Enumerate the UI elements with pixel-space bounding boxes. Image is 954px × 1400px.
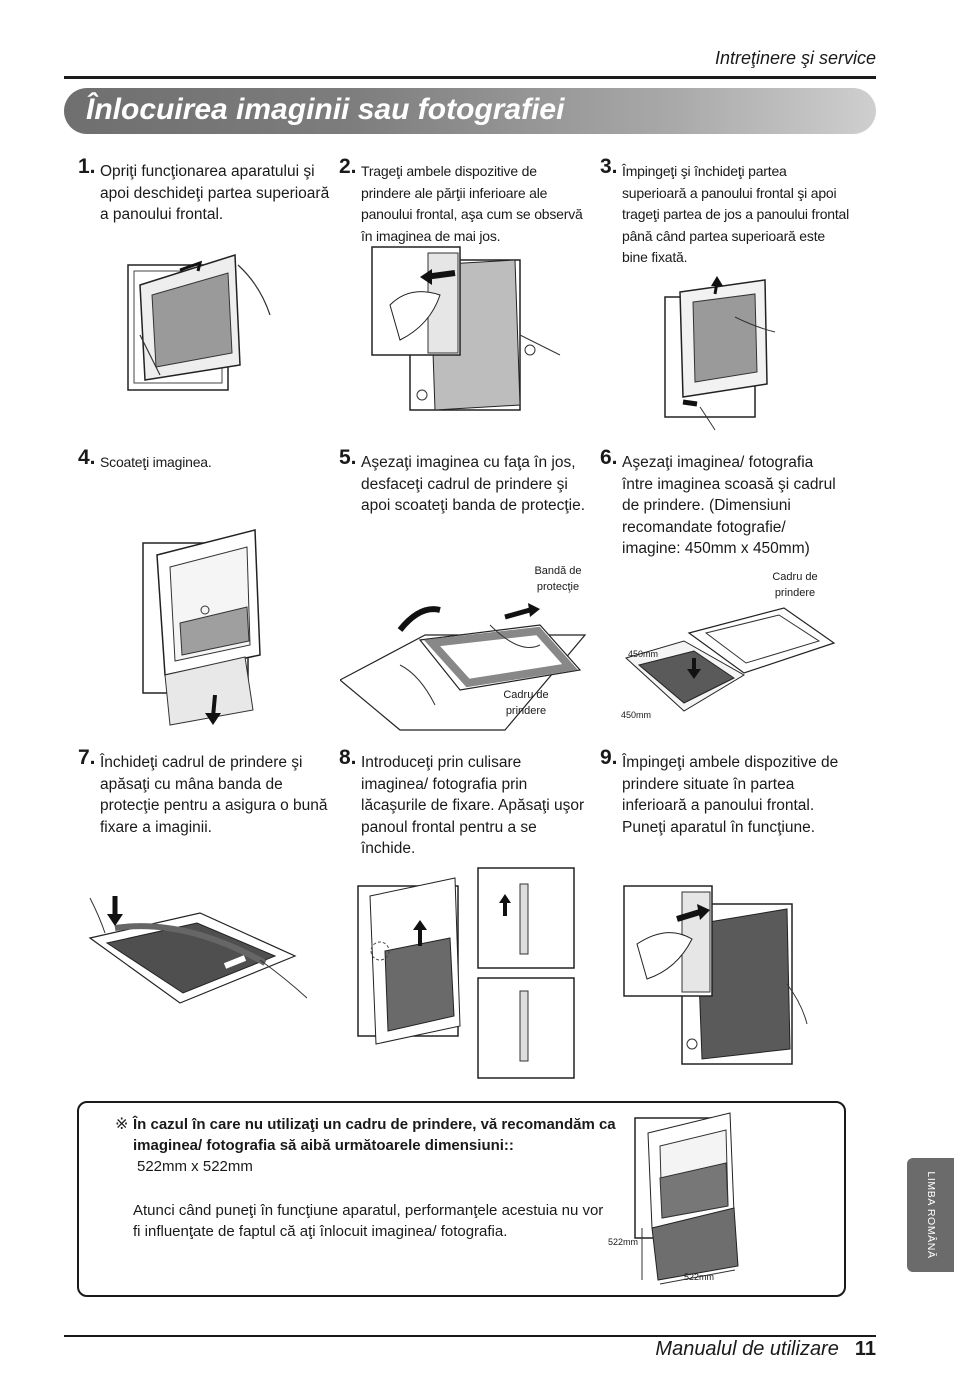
step-text: Scoateţi imaginea. [100,454,212,470]
dimension-label: 522mm [684,1272,715,1282]
dimension-label: 522mm [608,1237,639,1247]
illustration-step-8 [350,866,580,1081]
step-1: 1. Opriţi funcţionarea aparatului şi apo… [78,155,338,226]
note-heading: În cazul în care nu utilizaţi un cadru d… [133,1116,616,1154]
illustration-step-6 [614,603,839,723]
page-number: 11 [854,1338,876,1360]
step-5: 5. Aşezaţi imaginea cu faţa în jos, desf… [339,446,589,517]
note-paragraph: Atunci când puneţi în funcţiune aparatul… [133,1202,604,1240]
step-text: Închideţi cadrul de prindere şi apăsaţi … [100,754,328,836]
step-text: Împingeţi ambele dispozitive de prindere… [622,754,839,836]
step-text: Introduceţi prin culisare imaginea/ foto… [361,754,585,857]
illustration-step-7 [85,888,310,1008]
manual-title: Manualul de utilizare [655,1338,839,1360]
illustration-note [630,1108,740,1288]
step-number: 9. [600,746,618,769]
step-text: Trageţi ambele dispozitive de prindere a… [361,163,583,244]
step-number: 2. [339,155,357,178]
step-number: 3. [600,155,618,178]
step-text: Aşezaţi imaginea/ fotografia între imagi… [622,454,836,557]
protective-band-callout: Bandă de protecţie [534,565,582,593]
language-tab-label: LIMBA ROMÂNĂ [924,1171,937,1259]
illustration-step-4 [135,525,275,730]
step-number: 6. [600,446,618,469]
step-8: 8. Introduceţi prin culisare imaginea/ f… [339,746,589,860]
mounting-frame-callout: Cadru de prindere [503,689,549,717]
note-size: 522mm x 522mm [137,1158,253,1175]
dimension-label: 450mm [628,649,659,659]
step-number: 1. [78,155,96,178]
step-9: 9. Împingeţi ambele dispozitive de prind… [600,746,840,838]
section-header: Intreţinere şi service [714,48,876,68]
illustration-step-5 [340,595,590,735]
step-number: 7. [78,746,96,769]
step-3: 3. Împingeţi şi închideţi partea superio… [600,155,850,269]
step-number: 8. [339,746,357,769]
page-title: Înlocuirea imaginii sau fotografiei [86,93,565,126]
footer-rule [64,1335,876,1337]
note-symbol: ※ [115,1116,129,1133]
footer: Manualul de utilizare 11 [655,1338,876,1361]
step-2: 2. Trageţi ambele dispozitive de prinder… [339,155,589,247]
mounting-frame-callout: Cadru de prindere [772,571,818,599]
step-number: 5. [339,446,357,469]
title-bar: Înlocuirea imaginii sau fotografiei [64,88,876,134]
step-number: 4. [78,446,96,469]
dimension-label: 450mm [621,710,652,720]
step-7: 7. Închideţi cadrul de prindere şi apăsa… [78,746,328,838]
illustration-step-9 [622,884,812,1074]
step-text: Opriţi funcţionarea aparatului şi apoi d… [100,163,330,223]
step-6: 6. Aşezaţi imaginea/ fotografia între im… [600,446,840,560]
illustration-step-2 [370,245,570,415]
header-rule [64,76,876,79]
illustration-step-1 [120,245,280,395]
step-4: 4. Scoateţi imaginea. [78,446,338,474]
note-box [77,1101,846,1297]
step-text: Aşezaţi imaginea cu faţa în jos, desface… [361,454,586,514]
illustration-step-3 [655,272,785,432]
language-tab: LIMBA ROMÂNĂ [907,1158,954,1272]
step-text: Împingeţi şi închideţi partea superioară… [622,163,850,265]
